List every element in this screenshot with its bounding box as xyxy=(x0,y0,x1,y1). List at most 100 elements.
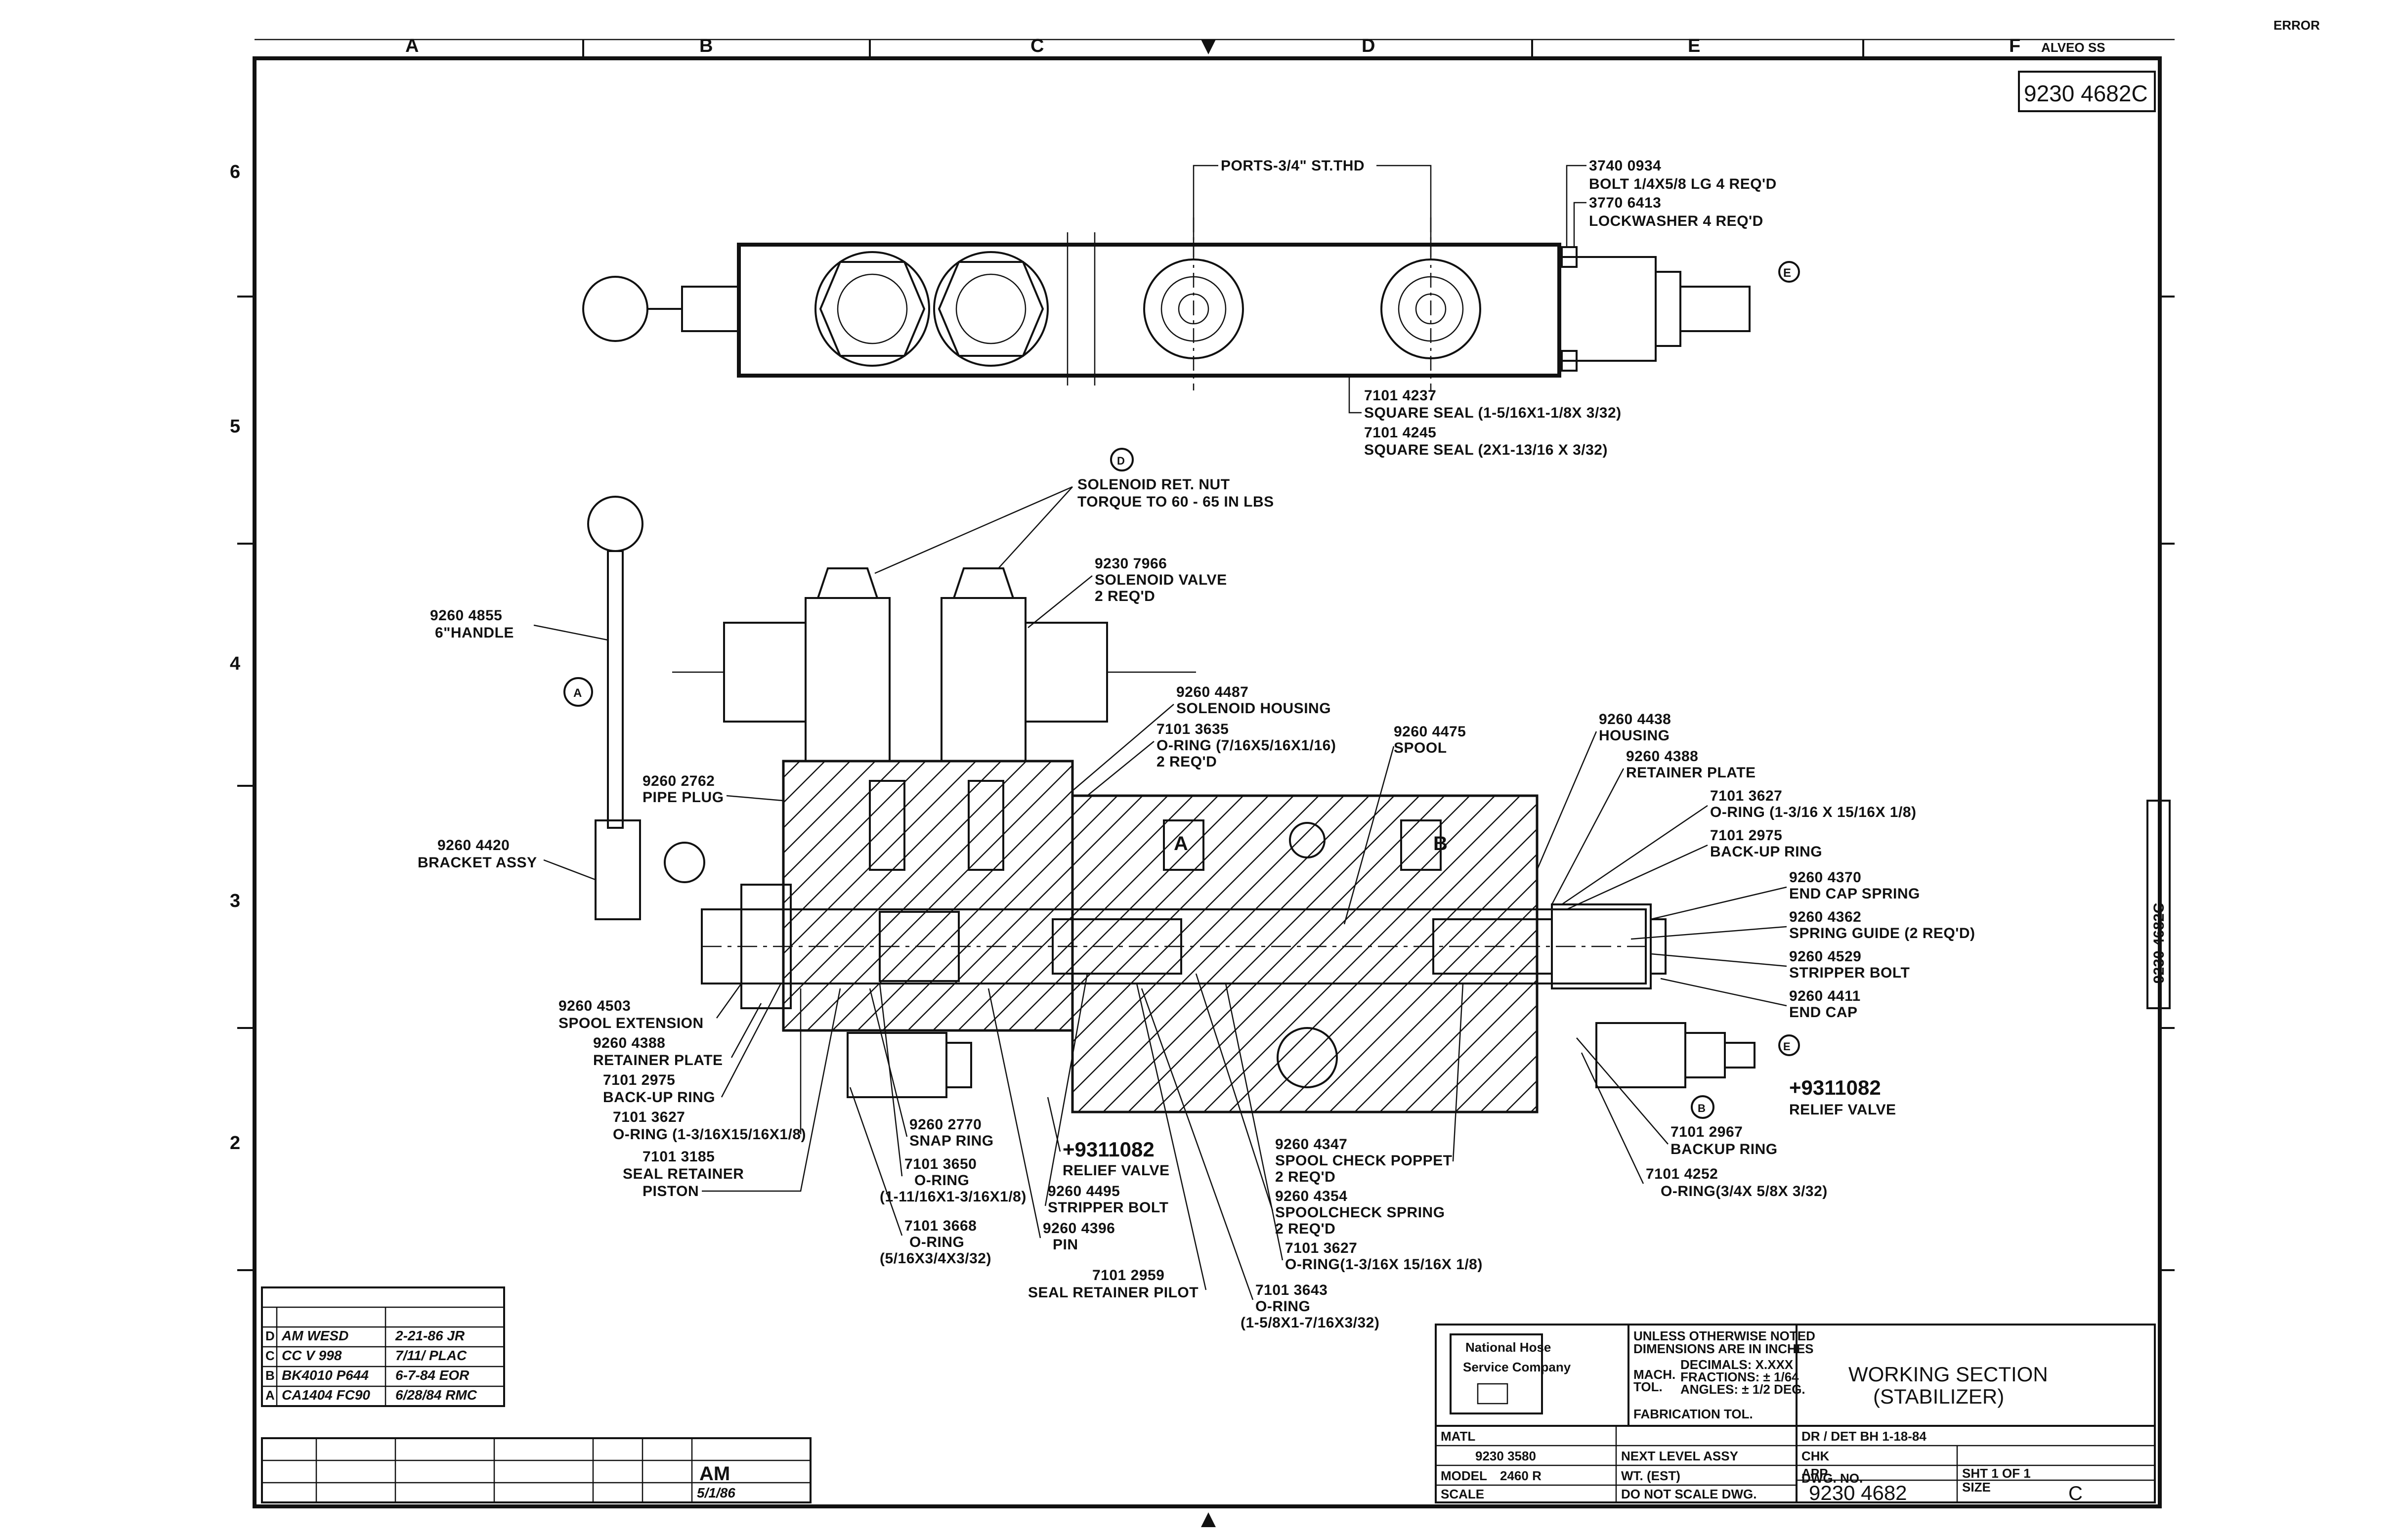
rev-signature-date: 5/1/86 xyxy=(697,1485,735,1500)
side-number-box xyxy=(2146,800,2171,1009)
approval-grid xyxy=(261,1437,812,1503)
marker-e-top xyxy=(1778,261,1800,283)
tol-angles: ANGLES: ± 1/2 DEG. xyxy=(1680,1382,1805,1397)
label-snap-ring-no: 9260 2770 xyxy=(909,1116,982,1133)
label-seal2-desc: SQUARE SEAL (2X1-13/16 X 3/32) xyxy=(1364,442,1608,458)
solenoid-coil-left xyxy=(723,622,807,723)
label-check-poppet-qty: 2 REQ'D xyxy=(1275,1169,1335,1185)
label-oring-3627-l-desc: O-RING (1-3/16X15/16X1/8) xyxy=(613,1126,806,1143)
label-backup-2967-desc: BACKUP RING xyxy=(1670,1141,1778,1157)
sheet-border: A B C D E F 6 5 4 3 2 ERROR ALVEO SS 923… xyxy=(230,18,2320,1527)
label-oring-3635-no: 7101 3635 xyxy=(1156,721,1229,737)
approved-label: APP xyxy=(1801,1466,1828,1481)
drawing-subtitle: (STABILIZER) xyxy=(1873,1385,2004,1408)
label-handle-desc: 6"HANDLE xyxy=(435,625,514,641)
label-check-poppet-desc: SPOOL CHECK POPPET xyxy=(1275,1153,1453,1169)
next-assy-label: NEXT LEVEL ASSY xyxy=(1621,1449,1738,1463)
label-check-poppet-no: 9260 4347 xyxy=(1275,1136,1347,1153)
zone-4: 4 xyxy=(230,653,240,674)
marker-d-text: D xyxy=(1117,455,1125,467)
side-number-text: 9230 4682C xyxy=(2151,903,2167,984)
label-oring-3627-c-desc: O-RING(1-3/16X 15/16X 1/8) xyxy=(1285,1256,1483,1273)
label-endcap-spring-no: 9260 4370 xyxy=(1789,869,1861,886)
marker-d-circle xyxy=(1110,448,1134,471)
model-value: 2460 R xyxy=(1500,1468,1542,1483)
section-view: A D A B E xyxy=(418,448,1975,1331)
label-seal-ret-piston-desc: SEAL RETAINER xyxy=(623,1166,744,1182)
top-view: E PORTS-3/4" ST.THD 3740 0934 BOLT 1/4X5… xyxy=(582,158,1800,458)
marker-e-top-text: E xyxy=(1783,266,1791,280)
rev-d-date: 2-21-86 JR xyxy=(395,1328,465,1343)
label-oring-3650-desc: O-RING xyxy=(914,1172,969,1189)
material-label: MATL xyxy=(1441,1429,1475,1444)
scale-label: SCALE xyxy=(1441,1487,1484,1501)
label-oring-4252-desc: O-RING(3/4X 5/8X 3/32) xyxy=(1661,1183,1828,1199)
label-lockwasher-desc: LOCKWASHER 4 REQ'D xyxy=(1589,213,1763,229)
relief-valve-right xyxy=(1595,1022,1686,1088)
label-bracket-desc: BRACKET ASSY xyxy=(418,855,537,871)
weight-label: WT. (EST) xyxy=(1621,1468,1680,1483)
valve-housing xyxy=(1071,794,1539,1113)
rev-b-date: 6-7-84 EOR xyxy=(395,1368,470,1383)
label-backup-2975-r-no: 7101 2975 xyxy=(1710,827,1782,844)
label-stripper-c-no: 9260 4495 xyxy=(1048,1183,1120,1199)
rev-b-text: BK4010 P644 xyxy=(282,1368,369,1383)
label-retplate-l-no: 9260 4388 xyxy=(593,1035,665,1051)
label-oring-3643-no: 7101 3643 xyxy=(1255,1282,1327,1298)
checked-label: CHK xyxy=(1801,1449,1830,1463)
label-bracket-no: 9260 4420 xyxy=(437,837,510,854)
handle-rod xyxy=(607,550,624,829)
label-seal-ret-piston-no: 7101 3185 xyxy=(642,1149,715,1165)
label-spool-desc: SPOOL xyxy=(1394,740,1447,756)
label-seal1-no: 7101 4237 xyxy=(1364,387,1436,404)
center-mark-bottom xyxy=(1201,1512,1216,1527)
label-lockwasher-no: 3770 6413 xyxy=(1589,195,1661,211)
top-view-handle-knob xyxy=(582,276,648,342)
label-snap-ring-desc: SNAP RING xyxy=(909,1133,994,1149)
zone-5: 5 xyxy=(230,416,240,437)
zone-d: D xyxy=(1362,36,1375,56)
solenoid-coil-right xyxy=(1025,622,1108,723)
label-backup-2975-r-desc: BACK-UP RING xyxy=(1710,844,1822,860)
tol-label: TOL. xyxy=(1633,1379,1663,1394)
label-pipe-plug-no: 9260 2762 xyxy=(642,773,715,789)
label-spring-guide-desc: SPRING GUIDE (2 REQ'D) xyxy=(1789,925,1975,941)
label-oring-3668-no: 7101 3668 xyxy=(904,1218,977,1234)
label-oring-3650-size: (1-11/16X1-3/16X1/8) xyxy=(880,1189,1027,1205)
label-sol-valve-no: 9230 7966 xyxy=(1095,556,1167,572)
label-sol-valve-qty: 2 REQ'D xyxy=(1095,588,1155,604)
zone-c: C xyxy=(1030,36,1044,56)
label-pin-desc: PIN xyxy=(1053,1237,1078,1253)
label-oring-3627-c-no: 7101 3627 xyxy=(1285,1240,1357,1256)
label-retplate-r-desc: RETAINER PLATE xyxy=(1626,765,1756,781)
marker-b-circle xyxy=(1691,1095,1714,1119)
label-backup-2975-l-desc: BACK-UP RING xyxy=(603,1089,715,1106)
label-pipe-plug-desc: PIPE PLUG xyxy=(642,789,724,806)
label-spool-no: 9260 4475 xyxy=(1394,724,1466,740)
label-relief-c-no: +9311082 xyxy=(1063,1138,1155,1161)
rev-d-text: AM WESD xyxy=(281,1328,348,1343)
marker-e-section xyxy=(1778,1034,1800,1056)
relief-valve-left xyxy=(847,1032,947,1098)
rev-signature: AM xyxy=(699,1463,730,1485)
label-housing-desc: HOUSING xyxy=(1599,727,1670,744)
label-seal2-no: 7101 4245 xyxy=(1364,425,1436,441)
revision-block: D AM WESD 2-21-86 JR C CC V 998 7/11/ PL… xyxy=(261,1286,812,1503)
port-a-text: A xyxy=(1174,833,1188,855)
sheet-count: SHT 1 OF 1 xyxy=(1962,1466,2031,1481)
label-sol-valve-desc: SOLENOID VALVE xyxy=(1095,572,1227,588)
drawn-by: DR / DET BH 1-18-84 xyxy=(1801,1429,1927,1444)
tol-fractions: FRACTIONS: ± 1/64 xyxy=(1680,1369,1799,1384)
company-name-2: Service Company xyxy=(1463,1360,1571,1374)
tol-note-2: DIMENSIONS ARE IN INCHES xyxy=(1633,1341,1814,1356)
label-spool-ext-desc: SPOOL EXTENSION xyxy=(558,1015,704,1031)
corner-stamp: ERROR xyxy=(2273,18,2320,33)
zone-a: A xyxy=(405,36,419,56)
dwg-no-value: 9230 4682 xyxy=(1809,1481,1907,1504)
label-relief-c-desc: RELIEF VALVE xyxy=(1063,1162,1170,1179)
label-stripper-r-no: 9260 4529 xyxy=(1789,948,1861,965)
rev-a-date: 6/28/84 RMC xyxy=(395,1387,477,1403)
label-check-spring-qty: 2 REQ'D xyxy=(1275,1221,1335,1237)
label-backup-2967-no: 7101 2967 xyxy=(1670,1124,1743,1140)
